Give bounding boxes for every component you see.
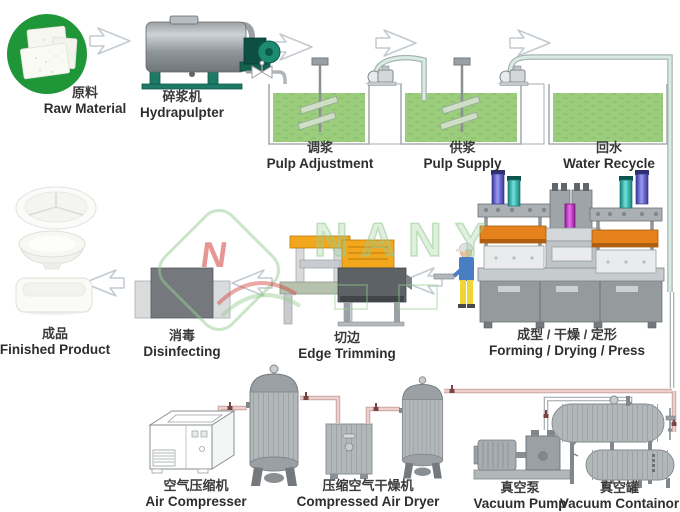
outlet-valve-faucet-icon (246, 60, 287, 86)
water-recycle-tank-illustration (548, 84, 668, 145)
air-compresser-illustration (148, 410, 236, 474)
label-vacuum-pump-en: Vacuum Pump (473, 495, 567, 511)
forming-drying-press-illustration (477, 170, 665, 329)
pulp-supply-tank-illustration (400, 57, 522, 145)
label-raw-material-en: Raw Material (43, 100, 127, 116)
supply-pump-illustration (499, 54, 673, 292)
pump-pedestal (365, 83, 403, 145)
worker-figure (433, 242, 475, 308)
label-vacuum-pump: 真空泵 Vacuum Pump (455, 480, 585, 511)
label-water-recycle: 回水 Water Recycle (545, 140, 673, 171)
label-edge-trimming-zh: 切边 (333, 330, 360, 345)
raw-material-illustration (7, 14, 87, 94)
label-vacuum-container-zh: 真空罐 (599, 480, 639, 495)
label-compressed-air-dryer-zh: 压缩空气干燥机 (322, 478, 414, 493)
label-compressed-air-dryer-en: Compressed Air Dryer (296, 493, 440, 509)
pulp-adjustment-tank-illustration (268, 57, 370, 145)
transfer-pump-illustration (367, 54, 427, 100)
label-finished-product-zh: 成品 (41, 326, 68, 341)
finished-product-illustration (15, 186, 97, 315)
flow-arrow-right-icon (509, 29, 551, 57)
label-pulp-supply: 供浆 Pulp Supply (400, 140, 525, 171)
compressed-air-dryer-illustration (325, 423, 373, 479)
label-raw-material-zh: 原料 (71, 85, 98, 100)
label-forming-drying-press-en: Forming / Drying / Press (488, 342, 646, 358)
label-vacuum-container-en: Vacuum Containor (559, 495, 680, 511)
flow-arrow-left-icon (231, 269, 273, 297)
label-compressed-air-dryer: 压缩空气干燥机 Compressed Air Dryer (283, 478, 453, 509)
air-tank-illustration (398, 376, 444, 479)
label-air-compresser: 空气压缩机 Air Compresser (131, 478, 261, 509)
label-vacuum-pump-zh: 真空泵 (500, 480, 540, 495)
air-tank-illustration (245, 364, 299, 487)
label-forming-drying-press: 成型 / 干燥 / 定形 Forming / Drying / Press (472, 327, 662, 358)
label-water-recycle-en: Water Recycle (563, 155, 655, 171)
label-edge-trimming-en: Edge Trimming (298, 345, 396, 361)
label-hydrapulpter-zh: 碎浆机 (162, 89, 202, 104)
label-pulp-supply-zh: 供浆 (449, 140, 476, 155)
label-air-compresser-zh: 空气压缩机 (163, 478, 229, 493)
label-pulp-supply-en: Pulp Supply (423, 155, 502, 171)
label-pulp-adjustment-zh: 调浆 (306, 140, 333, 155)
label-vacuum-container: 真空罐 Vacuum Containor (552, 480, 680, 511)
hydrapulpter-illustration (141, 15, 281, 90)
label-edge-trimming: 切边 Edge Trimming (282, 330, 412, 361)
edge-trimming-illustration (279, 235, 412, 327)
vacuum-container-illustration (551, 395, 676, 488)
label-forming-drying-press-zh: 成型 / 干燥 / 定形 (517, 327, 617, 342)
label-pulp-adjustment: 调浆 Pulp Adjustment (255, 140, 385, 171)
label-disinfecting: 消毒 Disinfecting (117, 328, 247, 359)
label-finished-product: 成品 Finished Product (0, 326, 120, 357)
label-water-recycle-zh: 回水 (595, 140, 622, 155)
label-disinfecting-zh: 消毒 (168, 328, 195, 343)
flow-arrow-right-icon (89, 27, 131, 55)
label-disinfecting-en: Disinfecting (143, 343, 221, 359)
label-finished-product-en: Finished Product (0, 341, 111, 357)
vacuum-pump-illustration (473, 430, 571, 480)
label-hydrapulpter-en: Hydrapulpter (139, 104, 224, 120)
compressed-air-pipes (217, 292, 677, 432)
flow-arrow-right-icon (375, 29, 417, 57)
label-hydrapulpter: 碎浆机 Hydrapulpter (117, 89, 247, 120)
label-raw-material: 原料 Raw Material (20, 85, 150, 116)
label-pulp-adjustment-en: Pulp Adjustment (266, 155, 374, 171)
disinfecting-illustration (134, 267, 231, 319)
label-air-compresser-en: Air Compresser (145, 493, 247, 509)
